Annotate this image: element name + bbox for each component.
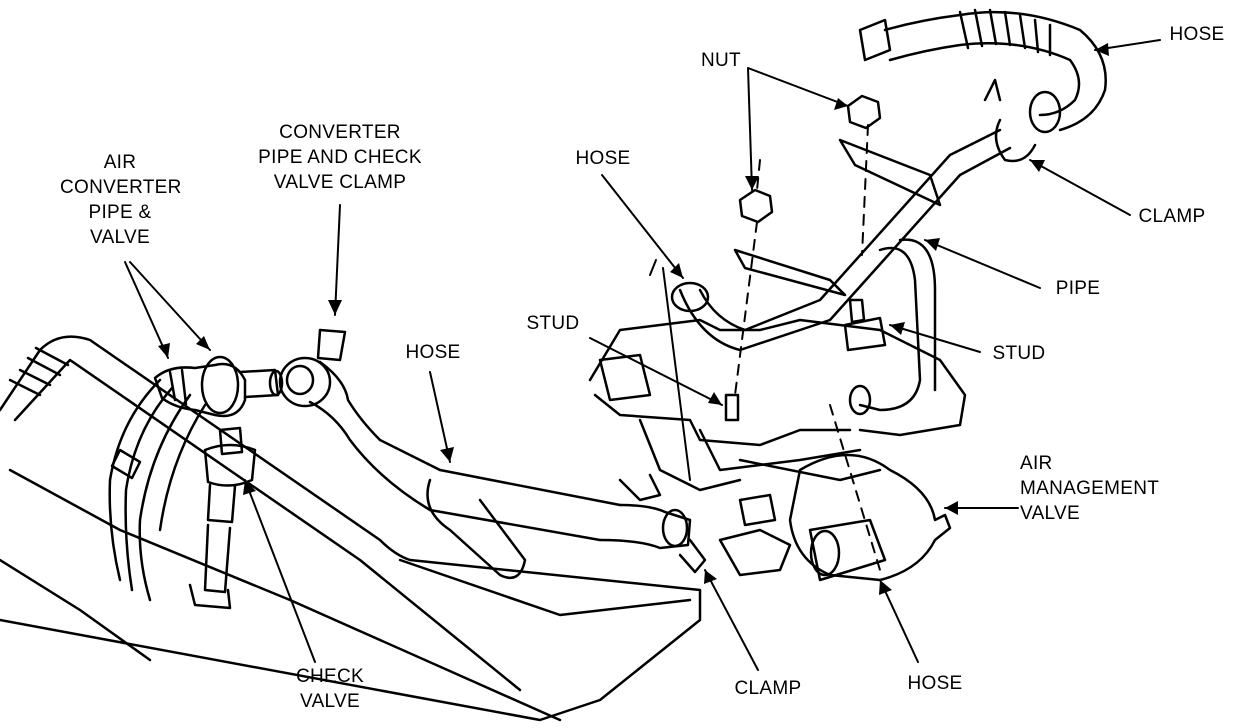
label-nut: NUT — [701, 50, 741, 71]
valve-cover-outline — [0, 335, 702, 722]
label-hose-upper-mid: HOSE — [575, 148, 631, 169]
alignment-lines — [734, 124, 881, 571]
upper-pipe — [670, 128, 1012, 416]
label-air-management-valve: AIR MANAGEMENT VALVE — [1020, 453, 1160, 524]
label-clamp-bottom: CLAMP — [734, 678, 802, 699]
label-hose-top-right: HOSE — [1169, 24, 1225, 45]
top-right-hose — [858, 8, 1107, 163]
label-check-valve: CHECK VALVE — [295, 666, 364, 712]
label-air-converter-pipe-valve: AIR CONVERTER PIPE & VALVE — [60, 152, 182, 248]
label-hose-left: HOSE — [405, 342, 461, 363]
arrowheads — [158, 43, 1109, 595]
air-management-valve-body — [718, 453, 952, 582]
nuts-and-studs — [724, 94, 887, 422]
label-stud-right: STUD — [992, 343, 1046, 364]
air-converter-valve — [153, 355, 284, 418]
lower-hose — [598, 503, 707, 574]
label-stud-left: STUD — [526, 313, 580, 334]
label-hose-bottom: HOSE — [907, 673, 963, 694]
label-clamp-right: CLAMP — [1138, 206, 1206, 227]
label-converter-pipe-clamp: CONVERTER PIPE AND CHECK VALVE CLAMP — [258, 122, 422, 193]
label-pipe: PIPE — [1055, 278, 1101, 299]
check-valve-body — [188, 426, 257, 610]
wire-harness — [108, 378, 207, 602]
converter-pipe — [278, 328, 622, 580]
manifold-block — [588, 318, 967, 502]
